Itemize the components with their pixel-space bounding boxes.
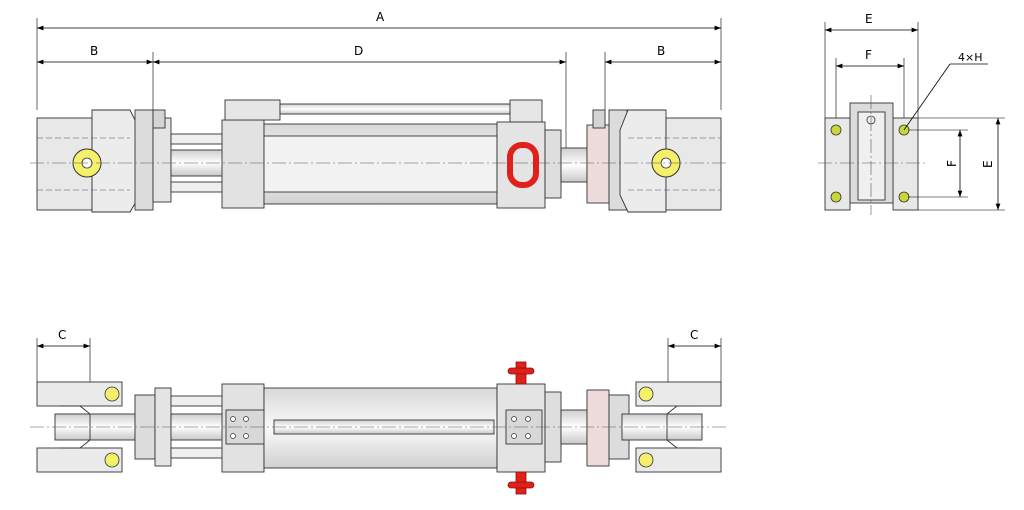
pin-yellow-icon [104,452,120,468]
dimension-c-right-label: C [690,328,698,342]
dimension-f-vertical-label: F [945,160,959,167]
front-view: A B D B [30,10,728,213]
dimension-e-top-label: E [865,12,873,26]
pin-yellow-icon [104,386,120,402]
dimension-b-left-label: B [90,44,98,58]
red-handle-icon [507,361,535,385]
side-view: E F 4×H F E [818,12,1005,215]
hole-spec-label: 4×H [958,51,983,64]
dimension-d-label: D [354,44,363,58]
mount-hole-icon [898,191,910,203]
dimension-b-right-label: B [657,44,665,58]
dimension-f-top-label: F [865,48,872,62]
lifting-eye-icon [507,142,539,188]
top-view: C C [30,328,728,495]
dimension-e-vertical-label: E [981,160,995,168]
dimension-a-label: A [376,10,385,24]
red-handle-icon [507,471,535,495]
mount-hole-icon [830,191,842,203]
dimension-c-left-label: C [58,328,66,342]
pin-yellow-icon [638,452,654,468]
pin-yellow-icon [638,386,654,402]
mount-hole-icon [830,124,842,136]
